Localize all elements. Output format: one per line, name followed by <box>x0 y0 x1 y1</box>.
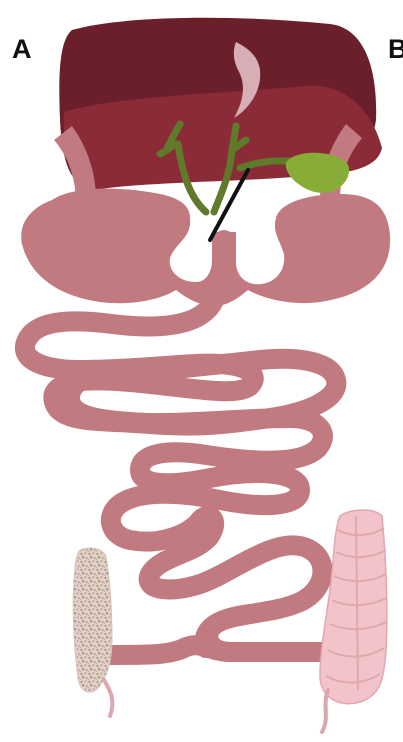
panel-label-b: B <box>388 36 403 63</box>
colon-b <box>320 510 387 704</box>
panel-label-a: A <box>12 36 32 63</box>
colon-a <box>73 548 112 692</box>
gallbladder <box>286 153 349 193</box>
colon-panel-a <box>73 548 112 716</box>
appendix-a <box>104 680 112 716</box>
colon-panel-b <box>320 510 387 732</box>
appendix-b <box>322 690 328 732</box>
stomach-body <box>21 189 390 306</box>
